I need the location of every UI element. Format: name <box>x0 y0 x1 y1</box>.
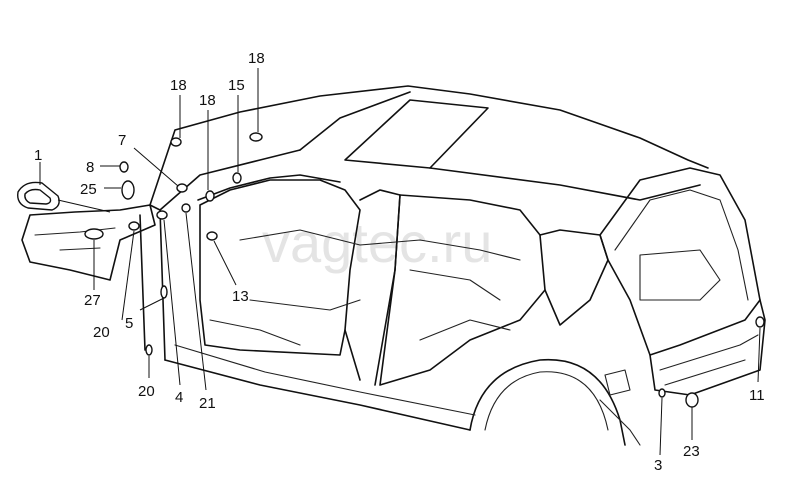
sunroof-opening <box>344 99 489 169</box>
rear-wheel-arch <box>469 358 626 446</box>
front-door-opening <box>199 179 361 356</box>
front-apron <box>21 204 156 281</box>
loose-parts <box>17 161 153 356</box>
tailgate-opening <box>599 167 761 356</box>
callout-18-b: 18 <box>199 92 216 109</box>
callout-15: 15 <box>228 77 245 94</box>
callout-3: 3 <box>654 457 662 474</box>
callout-5: 5 <box>125 315 133 332</box>
callout-21: 21 <box>199 395 216 412</box>
callout-20-b: 20 <box>138 383 155 400</box>
callout-7: 7 <box>118 132 126 149</box>
part-25-plug <box>121 180 135 200</box>
callout-13: 13 <box>232 288 249 305</box>
body-plugs <box>84 132 765 408</box>
part-8-plug <box>119 161 129 173</box>
side-sill <box>164 359 471 431</box>
watermark-text: vagtec.ru <box>262 211 492 274</box>
car-body-shell <box>21 85 766 446</box>
callout-23: 23 <box>683 443 700 460</box>
callout-27: 27 <box>84 292 101 309</box>
part-20-plug-loose <box>145 344 153 356</box>
callout-11: 11 <box>749 387 765 404</box>
rear-door-opening <box>379 194 546 386</box>
callout-4: 4 <box>175 389 183 406</box>
callout-20-a: 20 <box>93 324 110 341</box>
callout-labels: 1 8 25 7 18 18 15 18 27 20 5 20 4 21 13 … <box>34 50 765 474</box>
callout-1: 1 <box>34 147 42 164</box>
callout-18-c: 18 <box>248 50 265 67</box>
callout-25: 25 <box>80 181 97 198</box>
callout-18-a: 18 <box>170 77 187 94</box>
callout-8: 8 <box>86 159 94 176</box>
leader-lines <box>39 68 761 456</box>
